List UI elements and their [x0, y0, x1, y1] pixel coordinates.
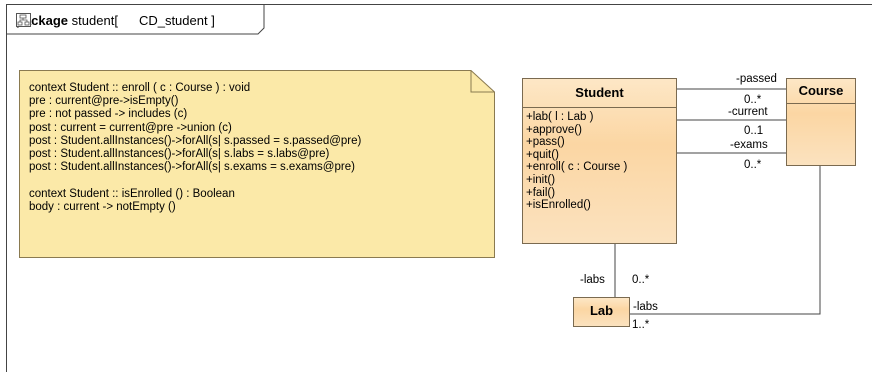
course-lab-association — [630, 166, 821, 315]
note-line: post : Student.allInstances()->forAll(s|… — [29, 148, 330, 161]
student-labs-role-label: -labs — [580, 274, 605, 286]
note-text: context Student :: enroll ( c : Course )… — [29, 82, 361, 214]
class-diagram-icon — [16, 13, 136, 27]
frame-diagram-name: CD_student ] — [138, 13, 215, 28]
lab-class-name: Lab — [589, 303, 614, 318]
student-labs-multiplicity: 0..* — [632, 274, 650, 286]
lab-class[interactable]: Lab — [573, 297, 630, 327]
note-line: pre : current@pre->isEmpty() — [29, 95, 179, 108]
course-labs-role-label: -labs — [633, 301, 658, 313]
note-line: post : Student.allInstances()->forAll(s|… — [29, 161, 355, 174]
student-class[interactable]: Student +lab( l : Lab ) +approve() +pass… — [522, 78, 677, 244]
exams-role-label: -exams — [730, 139, 768, 151]
frame-title: package student[ CD_student ] — [16, 13, 215, 28]
note-line: post : Student.allInstances()->forAll(s|… — [29, 134, 362, 147]
operation: +approve() — [526, 123, 582, 136]
operation: +enroll( c : Course ) — [526, 161, 628, 174]
current-role-label: -current — [728, 106, 768, 118]
student-class-name: Student — [523, 79, 676, 108]
current-multiplicity: 0..1 — [744, 125, 764, 137]
passed-role-label: -passed — [736, 73, 777, 85]
course-class[interactable]: Course — [786, 78, 856, 166]
course-labs-multiplicity: 1..* — [632, 319, 650, 331]
operation: +fail() — [526, 186, 556, 199]
passed-multiplicity: 0..* — [744, 94, 762, 106]
note-line: pre : not passed -> includes (c) — [29, 108, 188, 121]
frame-package-name: student[ — [71, 13, 118, 28]
note-line: post : current = current@pre ->union (c) — [29, 121, 232, 134]
operation: +pass() — [526, 136, 565, 149]
note-line: body : current -> notEmpty () — [29, 200, 176, 213]
operation: +isEnrolled() — [526, 199, 591, 212]
operation: +lab( l : Lab ) — [526, 111, 594, 123]
package-frame-tab: package student[ CD_student ] — [6, 4, 265, 35]
student-operations: +lab( l : Lab ) +approve() +pass() +quit… — [523, 108, 676, 212]
course-class-name: Course — [787, 79, 855, 104]
operation: +quit() — [526, 148, 559, 161]
ocl-note: context Student :: enroll ( c : Course )… — [19, 70, 495, 258]
operation: +init() — [526, 173, 556, 186]
package-frame — [6, 4, 872, 372]
note-line: context Student :: isEnrolled () : Boole… — [29, 187, 235, 200]
exams-multiplicity: 0..* — [744, 159, 762, 171]
note-line: context Student :: enroll ( c : Course )… — [29, 82, 251, 94]
